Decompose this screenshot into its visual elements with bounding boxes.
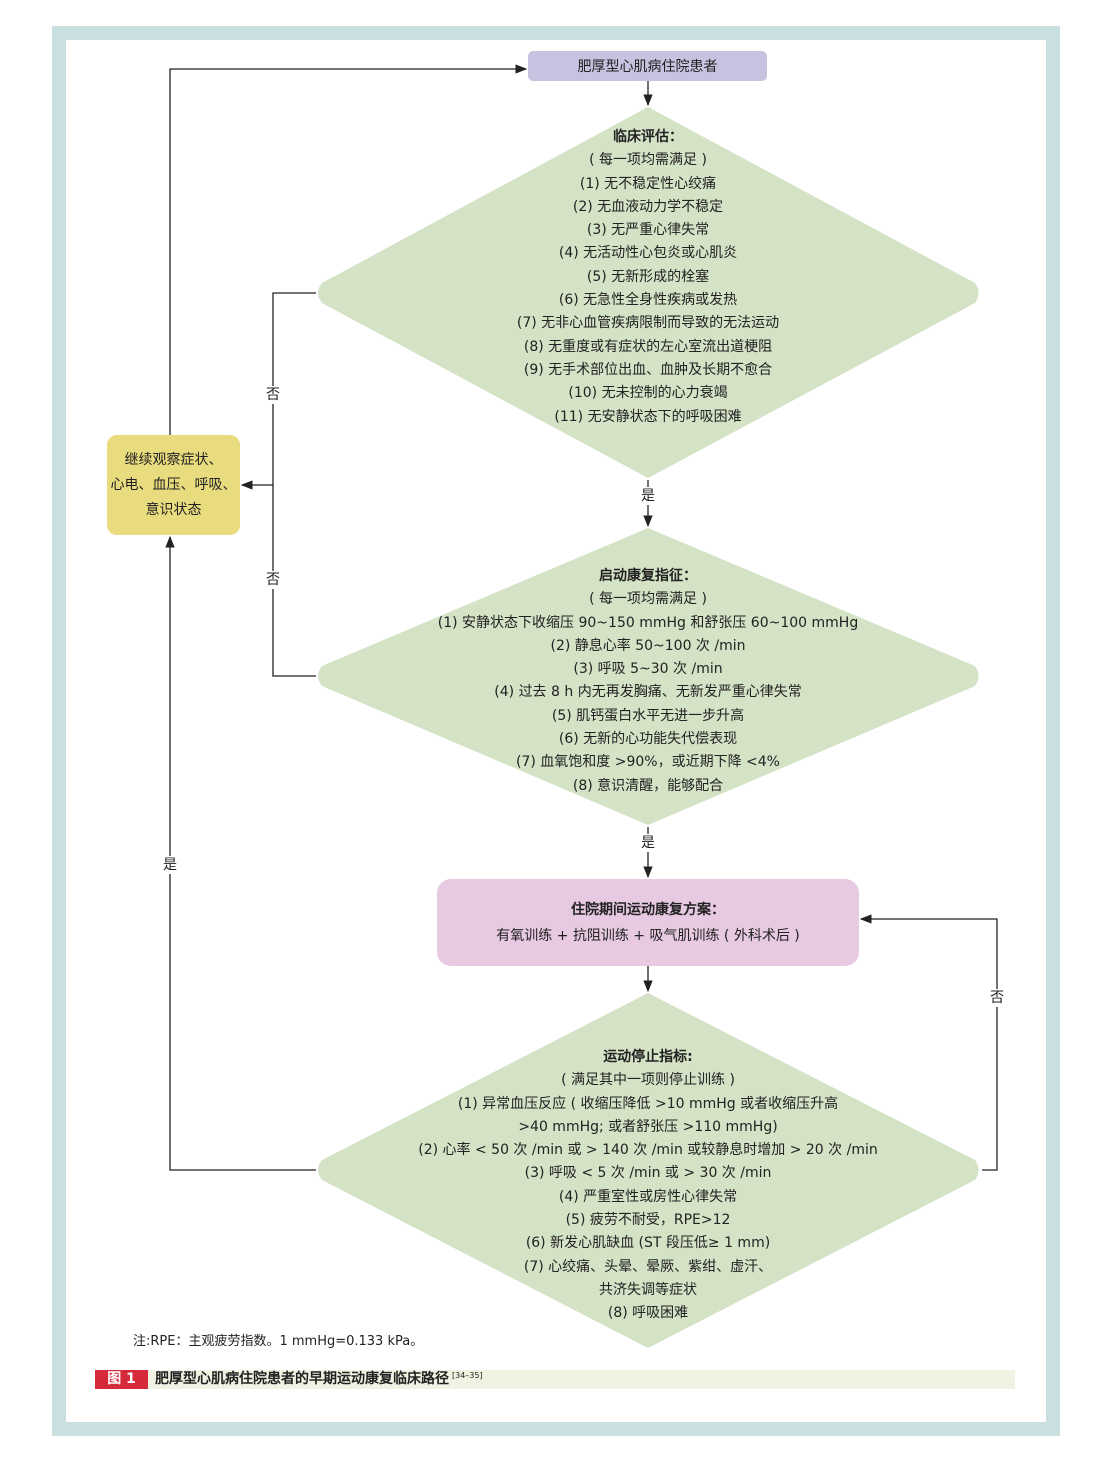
rehab-item: (7) 血氧饱和度 >90%，或近期下降 <4% [516,754,780,771]
clinical-item: (7) 无非心血管疾病限制而导致的无法运动 [516,315,780,332]
clinical-item: (5) 无新形成的栓塞 [586,268,710,285]
label-yes-assessment: 是 [641,487,655,505]
stop-item: (3) 呼吸 < 5 次 /min 或 > 30 次 /min [524,1165,772,1182]
rehab-start-diamond [318,528,979,825]
rehab-item: (8) 意识清醒，能够配合 [572,777,724,794]
clinical-item: (9) 无手术部位出血、血肿及长期不愈合 [523,361,773,378]
figure-number: 图 1 [95,1370,148,1389]
label-yes-stop: 是 [163,856,177,874]
edge-stop-no [859,914,998,1171]
stop-item: (5) 疲劳不耐受，RPE>12 [565,1212,731,1229]
caption-bar [95,1370,1015,1389]
stop-item: 共济失调等症状 [599,1281,697,1298]
rehab-item: (5) 肌钙蛋白水平无进一步升高 [551,707,745,724]
clinical-item: (3) 无严重心律失常 [586,222,710,239]
observe-line: 继续观察症状、 [124,451,223,468]
observe-line: 心电、血压、呼吸、 [110,476,237,493]
rehab-start-title: 启动康复指征： [599,568,697,584]
stop-item: (8) 呼吸困难 [607,1305,689,1322]
label-no-stop: 否 [990,989,1004,1007]
rehab-item: (3) 呼吸 5~30 次 /min [573,661,723,678]
plan-title: 住院期间运动康复方案： [571,901,725,918]
edge-rehab-no [272,485,316,677]
clinical-item: (2) 无血液动力学不稳定 [572,198,724,215]
clinical-item: (8) 无重度或有症状的左心室流出道梗阻 [523,338,773,355]
clinical-item: (1) 无不稳定性心绞痛 [579,175,717,192]
clinical-item: (11) 无安静状态下的呼吸困难 [554,408,742,425]
rehab-start-subtitle: ( 每一项均需满足 ) [589,591,707,608]
observe-node: 继续观察症状、 心电、血压、呼吸、 意识状态 [107,435,240,535]
exercise-plan-node: 住院期间运动康复方案： 有氧训练 + 抗阻训练 + 吸气肌训练 ( 外科术后 ) [437,879,859,966]
edge-assessment-no [272,292,316,485]
stop-item: (2) 心率 < 50 次 /min 或 > 140 次 /min 或较静息时增… [418,1142,878,1159]
stop-criteria-text: 运动停止指标: ( 满足其中一项则停止训练 ) (1) 异常血压反应 ( 收缩压… [400,1046,896,1326]
figure-title-text: 肥厚型心肌病住院患者的早期运动康复临床路径 [155,1371,449,1387]
clinical-assessment-title: 临床评估： [613,129,683,145]
rehab-start-text: 启动康复指征： ( 每一项均需满足 ) (1) 安静状态下收缩压 90~150 … [400,565,896,798]
label-yes-rehab: 是 [641,834,655,852]
start-node: 肥厚型心肌病住院患者 [528,51,767,81]
label-no-rehab: 否 [266,571,280,589]
rehab-item: (4) 过去 8 h 内无再发胸痛、无新发严重心律失常 [494,684,802,701]
label-no-assessment: 否 [266,386,280,404]
figure-title: 肥厚型心肌病住院患者的早期运动康复临床路径[34–35] [155,1370,483,1389]
edge-stop-yes [165,535,316,1171]
clinical-assessment-text: 临床评估： ( 每一项均需满足 ) (1) 无不稳定性心绞痛 (2) 无血液动力… [420,126,876,429]
stop-item: >40 mmHg; 或者舒张压 >110 mmHg) [518,1118,778,1135]
stop-item: (7) 心绞痛、头晕、晕厥、紫绀、虚汗、 [523,1258,773,1275]
stop-criteria-subtitle: ( 满足其中一项则停止训练 ) [561,1072,735,1089]
stop-item: (6) 新发心肌缺血 (ST 段压低≥ 1 mm) [525,1235,771,1252]
clinical-item: (4) 无活动性心包炎或心肌炎 [558,245,738,262]
stop-criteria-title: 运动停止指标: [603,1049,693,1065]
stop-criteria-diamond [318,993,979,1348]
rehab-item: (1) 安静状态下收缩压 90~150 mmHg 和舒张压 60~100 mmH… [437,614,859,631]
clinical-item: (6) 无急性全身性疾病或发热 [558,292,738,309]
stop-item: (4) 严重室性或房性心律失常 [558,1188,738,1205]
rehab-item: (6) 无新的心功能失代偿表现 [558,731,738,748]
clinical-assessment-diamond [318,107,979,478]
figure-reference: [34–35] [452,1371,483,1380]
stop-item: (1) 异常血压反应 ( 收缩压降低 >10 mmHg 或者收缩压升高 [457,1095,839,1112]
plan-body: 有氧训练 + 抗阻训练 + 吸气肌训练 ( 外科术后 ) [496,927,800,944]
rehab-item: (2) 静息心率 50~100 次 /min [550,637,746,654]
start-node-label: 肥厚型心肌病住院患者 [577,59,718,75]
clinical-assessment-subtitle: ( 每一项均需满足 ) [589,152,707,169]
clinical-item: (10) 无未控制的心力衰竭 [568,385,728,402]
edge-observe-to-start [169,64,528,435]
footnote: 注:RPE：主观疲劳指数。1 mmHg=0.133 kPa。 [133,1334,424,1349]
observe-line: 意识状态 [145,501,202,518]
